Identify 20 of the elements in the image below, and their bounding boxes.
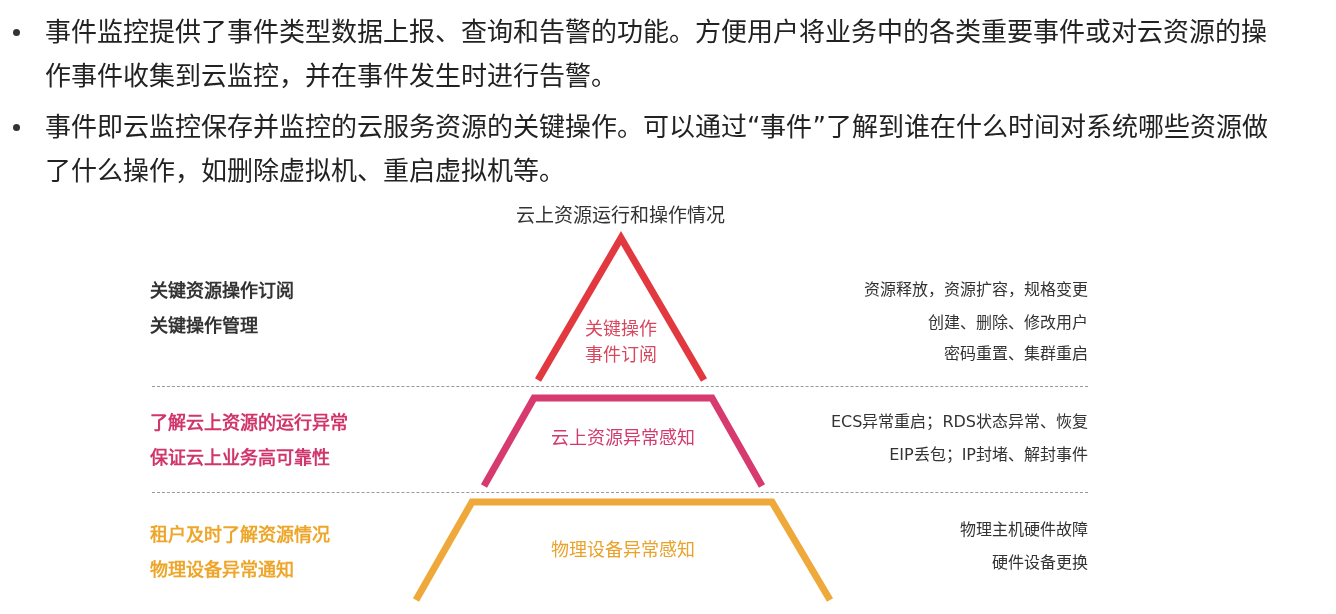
tier-note: 关键资源操作订阅 xyxy=(150,279,294,303)
tier-note: 关键操作管理 xyxy=(150,314,258,338)
tier-note: 保证云上业务高可靠性 xyxy=(150,446,330,470)
event-example: 密码重置、集群重启 xyxy=(944,343,1088,365)
tier-note: 了解云上资源的运行异常 xyxy=(150,411,348,435)
event-example: ECS异常重启；RDS状态异常、恢复 xyxy=(830,411,1088,433)
bullet-text: 事件即云监控保存并监控的云服务资源的关键操作。可以通过“事件”了解到谁在什么时间对系统哪些资源做了什么操作，如删除虚拟机、重启虚拟机等。 xyxy=(45,111,1269,188)
bullet-text: 事件监控提供了事件类型数据上报、查询和告警的功能。方便用户将业务中的各类重要事件或对云资源的操作事件收集到云监控，并在事件发生时进行告警。 xyxy=(45,16,1268,93)
tier-note: 物理设备异常通知 xyxy=(150,558,294,582)
event-example: EIP丢包；IP封堵、解封事件 xyxy=(889,444,1088,466)
pyramid-tier xyxy=(410,496,836,602)
event-example: 资源释放，资源扩容，规格变更 xyxy=(864,279,1088,301)
event-example: 创建、删除、修改用户 xyxy=(928,312,1088,334)
tier-label: 物理设备异常感知 xyxy=(551,538,695,562)
tier-label: 云上资源异常感知 xyxy=(551,426,695,450)
pyramid-heading: 云上资源运行和操作情况 xyxy=(515,202,725,228)
event-example: 物理主机硬件故障 xyxy=(960,519,1088,541)
tier-note: 租户及时了解资源情况 xyxy=(150,523,330,547)
event-example: 硬件设备更换 xyxy=(992,552,1088,574)
tier-label: 关键操作事件订阅 xyxy=(584,317,658,367)
